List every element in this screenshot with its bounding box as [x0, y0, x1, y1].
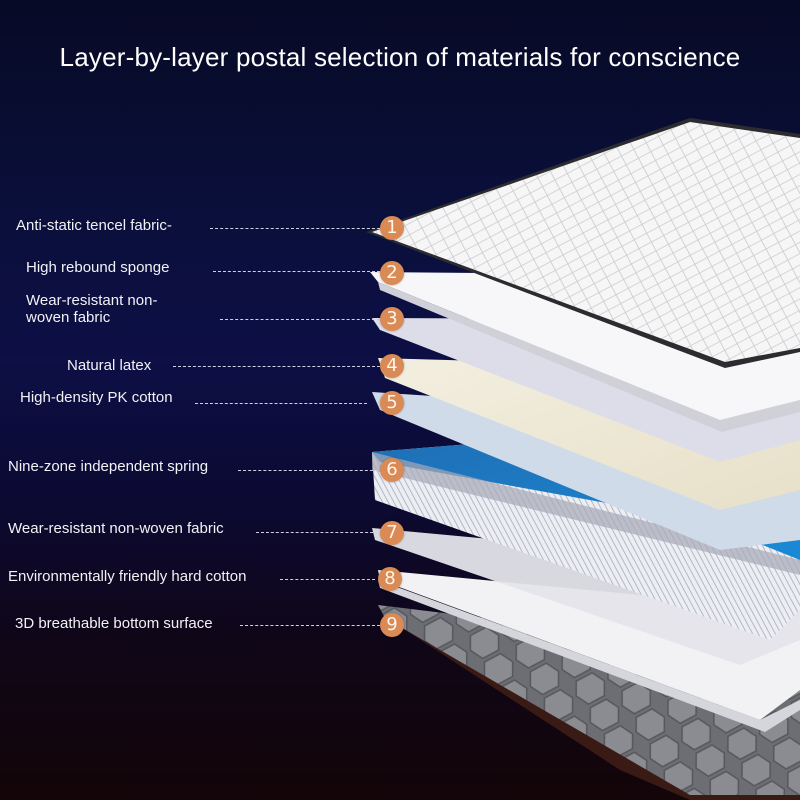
layer-badge-8: 8: [378, 567, 402, 591]
layer-label-6: Nine-zone independent spring: [8, 458, 209, 475]
leader-line-5: [195, 403, 367, 404]
layer-label-1: Anti-static tencel fabric-: [16, 217, 172, 234]
leader-line-6: [238, 470, 378, 471]
layer-badge-4: 4: [380, 354, 404, 378]
layer-1-tencel-fabric: [366, 118, 800, 368]
layer-label-7: Wear-resistant non-woven fabric: [8, 520, 224, 537]
layer-badge-2: 2: [380, 261, 404, 285]
layer-label-3: Wear-resistant non- woven fabric: [26, 292, 157, 326]
layer-label-3-line2: woven fabric: [26, 309, 111, 326]
layer-label-3-line1: Wear-resistant non-: [26, 292, 158, 309]
layer-badge-1: 1: [380, 216, 404, 240]
layer-label-4: Natural latex: [67, 357, 152, 374]
layer-label-5: High-density PK cotton: [20, 389, 173, 406]
leader-line-9: [240, 625, 380, 626]
layer-label-9: 3D breathable bottom surface: [15, 615, 213, 632]
leader-line-8: [280, 579, 375, 580]
leader-line-4: [173, 366, 380, 367]
layer-badge-9: 9: [380, 613, 404, 637]
layer-badge-6: 6: [380, 458, 404, 482]
layer-label-2: High rebound sponge: [26, 259, 170, 276]
leader-line-3: [220, 319, 380, 320]
leader-line-1: [210, 228, 380, 229]
layer-badge-5: 5: [380, 391, 404, 415]
layer-label-8: Environmentally friendly hard cotton: [8, 568, 247, 585]
leader-line-7: [256, 532, 378, 533]
page-title: Layer-by-layer postal selection of mater…: [59, 42, 741, 72]
leader-line-2: [213, 271, 380, 272]
layer-badge-3: 3: [380, 307, 404, 331]
layer-badge-7: 7: [380, 521, 404, 545]
